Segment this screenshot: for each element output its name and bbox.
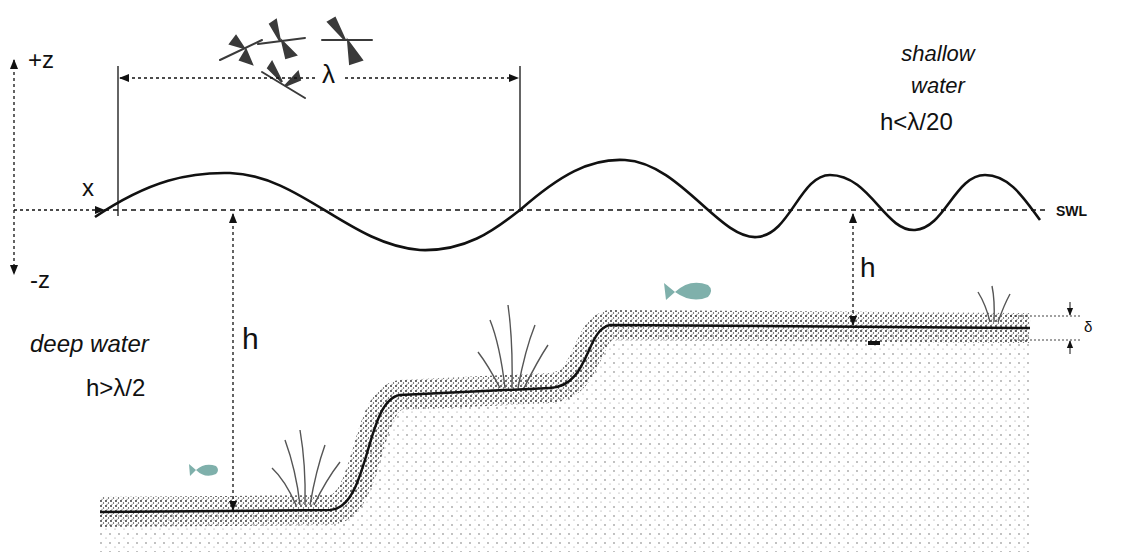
axis-label: x	[82, 174, 94, 202]
reeds	[272, 286, 1010, 505]
region-label: shallow water	[890, 38, 986, 102]
region-label: deep water	[30, 330, 149, 358]
axis-label: -z	[30, 266, 50, 294]
wavelength-label: λ	[322, 60, 335, 90]
delta-bound	[1010, 316, 1080, 317]
sediment-band	[100, 325, 1030, 512]
depth-dimension	[232, 214, 233, 510]
fish	[189, 283, 711, 476]
delta-arrow	[1070, 341, 1071, 354]
still-water-level	[104, 209, 1048, 210]
depth-label: h	[242, 322, 259, 357]
depth-condition: h>λ/2	[86, 374, 145, 402]
wavelength-dimension	[120, 77, 315, 78]
wavelength-tick	[519, 66, 520, 212]
axis-label: +z	[28, 46, 54, 74]
wave-profile	[95, 160, 1040, 250]
wavelength-tick	[117, 66, 118, 216]
seabed-fill	[100, 325, 1030, 552]
delta-arrow	[1070, 302, 1071, 315]
x-axis	[14, 209, 104, 210]
birds	[220, 18, 372, 98]
seabed-line	[100, 325, 1030, 512]
delta-bound	[1010, 340, 1080, 341]
wavelength-dimension	[345, 77, 518, 78]
swl-label: SWL	[1056, 203, 1087, 219]
depth-dimension	[852, 214, 853, 325]
sediment-marker	[868, 341, 880, 345]
depth-label: h	[860, 252, 876, 284]
thickness-label: δ	[1084, 318, 1092, 335]
z-axis	[13, 60, 14, 274]
depth-condition: h<λ/20	[880, 108, 953, 136]
